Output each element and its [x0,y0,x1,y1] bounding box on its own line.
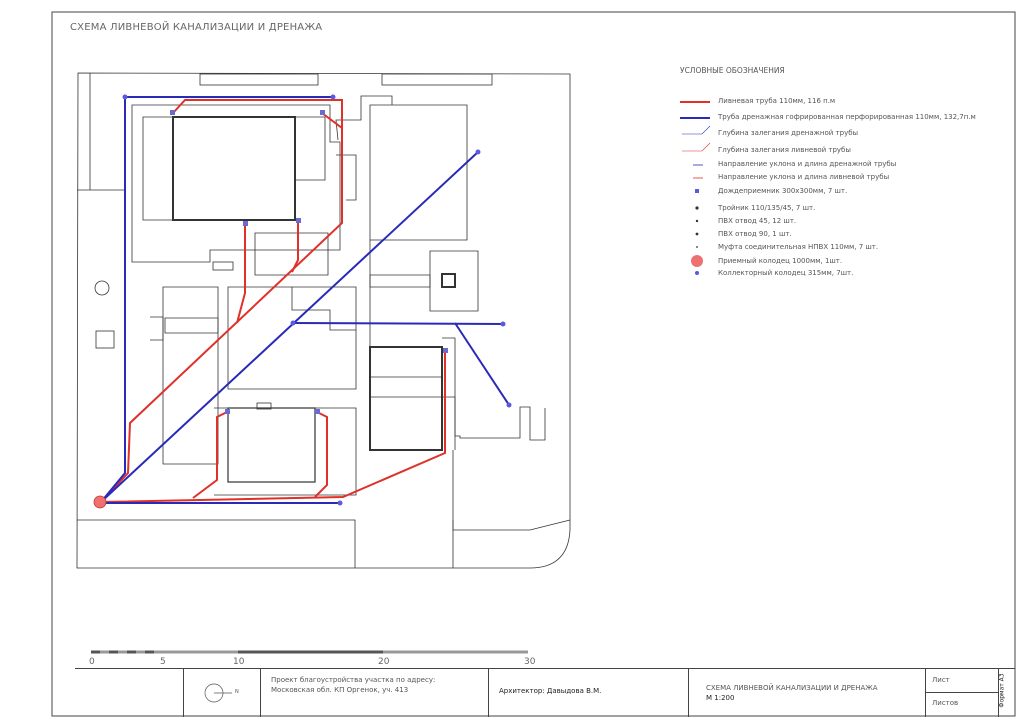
drawing-scale: М 1:200 [706,694,735,702]
scale-label: 0 [89,657,95,667]
project-line-2: Московская обл. КП Оргенок, уч. 413 [271,686,409,694]
north-arrow-icon [204,683,232,703]
legend-item: Коллекторный колодец 315мм, 7шт. [718,269,854,277]
legend-item: ПВХ отвод 45, 12 шт. [718,217,797,225]
architect-name: Архитектор: Давыдова В.М. [499,687,602,695]
legend-item: Направление уклона и длина дренажной тру… [718,160,897,168]
architect-cell: Архитектор: Давыдова В.М. [488,669,688,717]
format-cell: Формат А3 [998,669,1015,717]
legend-item: Приемный колодец 1000мм, 1шт. [718,257,843,265]
rain-inlets [170,110,448,414]
drain-pipes [100,96,510,504]
storm-pipes [100,99,446,503]
project-line-1: Проект благоустройства участка по адресу… [271,676,436,684]
title-block: N Проект благоустройства участка по адре… [75,668,1015,717]
legend-heading: УСЛОВНЫЕ ОБОЗНАЧЕНИЯ [680,66,785,75]
sheets-label: Листов [932,699,959,707]
sheet-cell: Лист Листов [925,669,998,717]
receiving-well [93,495,107,509]
sheet-frame [51,11,1016,717]
round-feature [94,280,110,296]
legend-item: Тройник 110/135/45, 7 шт. [718,204,816,212]
scale-label: 20 [378,657,390,667]
scale-label: 5 [160,657,166,667]
format-label: Формат А3 [998,673,1006,708]
site-outlines [76,72,571,569]
north-label: N [235,689,239,695]
legend-item: Глубина залегания ливневой трубы [718,146,851,154]
scale-label: 10 [233,657,245,667]
legend-symbols [680,101,711,275]
square-feature [95,330,115,349]
drawing-title: СХЕМА ЛИВНЕВОЙ КАНАЛИЗАЦИИ И ДРЕНАЖА [706,684,878,692]
north-arrow-cell: N [183,669,260,717]
main-building [172,116,296,221]
project-cell: Проект благоустройства участка по адресу… [260,669,488,717]
legend-item: Труба дренажная гофрированная перфориров… [718,113,976,121]
legend-item: Дождеприемник 300х300мм, 7 шт. [718,187,848,195]
scale-label: 30 [524,657,536,667]
collector-wells [122,94,512,506]
legend-item: Направление уклона и длина ливневой труб… [718,173,890,181]
legend-item: ПВХ отвод 90, 1 шт. [718,230,792,238]
legend-item: Ливневая труба 110мм, 116 п.м [718,97,836,105]
legend-item: Глубина залегания дренажной трубы [718,129,859,137]
garage-building [369,346,443,451]
sheet-title: СХЕМА ЛИВНЕВОЙ КАНАЛИЗАЦИИ И ДРЕНАЖА [70,22,323,33]
sheet-label: Лист [926,669,998,693]
lower-building [227,407,316,483]
drawing-title-cell: СХЕМА ЛИВНЕВОЙ КАНАЛИЗАЦИИ И ДРЕНАЖА М 1… [688,669,925,717]
legend-item: Муфта соединительная НПВХ 110мм, 7 шт. [718,243,879,251]
